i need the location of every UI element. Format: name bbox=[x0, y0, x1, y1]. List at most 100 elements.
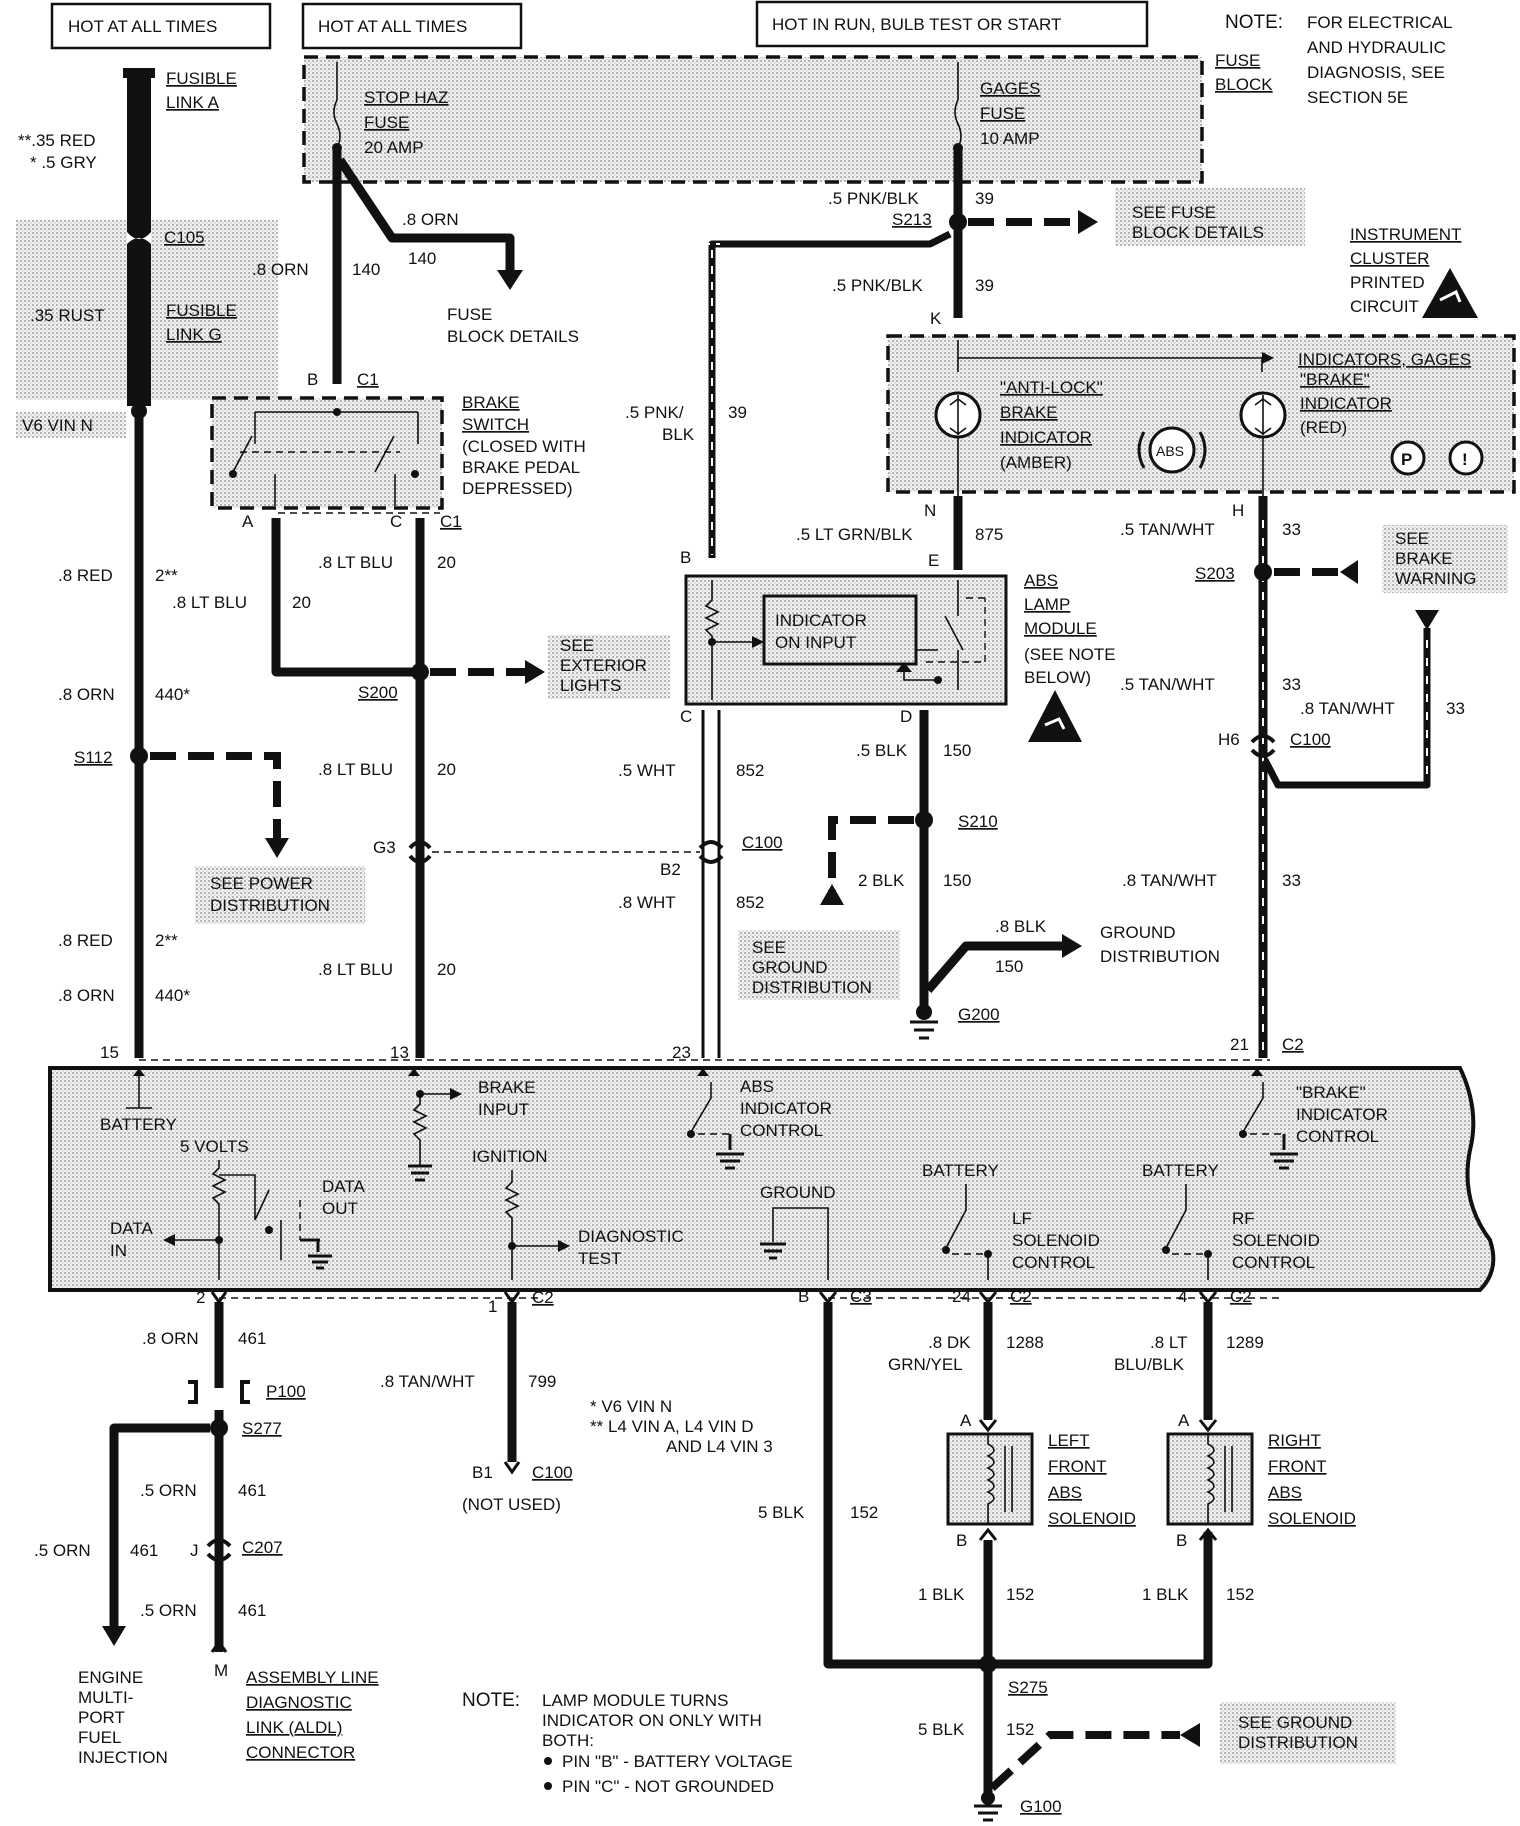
svg-text:INDICATOR: INDICATOR bbox=[775, 611, 867, 630]
svg-text:BELOW): BELOW) bbox=[1024, 668, 1091, 687]
svg-text:AND L4 VIN 3: AND L4 VIN 3 bbox=[666, 1437, 773, 1456]
svg-text:33: 33 bbox=[1282, 871, 1301, 890]
svg-text:33: 33 bbox=[1282, 520, 1301, 539]
svg-text:DATA: DATA bbox=[322, 1177, 365, 1196]
svg-text:150: 150 bbox=[943, 741, 971, 760]
svg-text:1: 1 bbox=[488, 1297, 497, 1316]
svg-text:.8 RED: .8 RED bbox=[58, 566, 113, 585]
top-note: NOTE: FOR ELECTRICAL AND HYDRAULIC DIAGN… bbox=[1225, 12, 1452, 107]
svg-text:DATA: DATA bbox=[110, 1219, 153, 1238]
svg-text:39: 39 bbox=[728, 403, 747, 422]
svg-text:.8 TAN/WHT: .8 TAN/WHT bbox=[1122, 871, 1217, 890]
svg-text:21: 21 bbox=[1230, 1035, 1249, 1054]
svg-text:FUSE: FUSE bbox=[1215, 51, 1260, 70]
instrument-cluster: INSTRUMENT CLUSTER PRINTED CIRCUIT INDIC… bbox=[886, 225, 1516, 520]
svg-text:BLOCK DETAILS: BLOCK DETAILS bbox=[447, 327, 579, 346]
svg-text:B: B bbox=[307, 370, 318, 389]
svg-text:FRONT: FRONT bbox=[1048, 1457, 1107, 1476]
svg-text:GRN/YEL: GRN/YEL bbox=[888, 1355, 963, 1374]
abs-lamp-module: .5 LT GRN/BLK 875 E INDICATOR ON INPUT A… bbox=[680, 496, 1116, 742]
svg-text:440*: 440* bbox=[155, 685, 190, 704]
svg-text:D: D bbox=[900, 707, 912, 726]
svg-text:.8 DK: .8 DK bbox=[928, 1333, 971, 1352]
svg-text:ABS: ABS bbox=[1156, 443, 1184, 459]
lamp-module-note: NOTE: LAMP MODULE TURNS INDICATOR ON ONL… bbox=[462, 1690, 793, 1796]
svg-text:DIAGNOSTIC: DIAGNOSTIC bbox=[246, 1693, 352, 1712]
svg-text:.8 ORN: .8 ORN bbox=[58, 986, 115, 1005]
svg-text:GROUND: GROUND bbox=[760, 1183, 836, 1202]
ebcm-ignition: IGNITION DIAGNOSTIC TEST bbox=[472, 1147, 684, 1280]
svg-text:S112: S112 bbox=[74, 748, 112, 767]
svg-text:B2: B2 bbox=[660, 860, 681, 879]
svg-text:C1: C1 bbox=[440, 512, 462, 531]
svg-text:"BRAKE": "BRAKE" bbox=[1300, 370, 1370, 389]
svg-text:MULTI-: MULTI- bbox=[78, 1688, 133, 1707]
svg-text:5 BLK: 5 BLK bbox=[918, 1720, 965, 1739]
svg-text:MODULE: MODULE bbox=[1024, 619, 1097, 638]
svg-text:S210: S210 bbox=[958, 812, 998, 831]
svg-text:20 AMP: 20 AMP bbox=[364, 138, 424, 157]
svg-text:852: 852 bbox=[736, 761, 764, 780]
svg-text:INJECTION: INJECTION bbox=[78, 1748, 168, 1767]
svg-text:DISTRIBUTION: DISTRIBUTION bbox=[1238, 1733, 1358, 1752]
brake-indicator-wire: .5 TAN/WHT 33 S203 SEE BRAKE WARNING .5 … bbox=[1120, 496, 1508, 1058]
svg-text:BATTERY: BATTERY bbox=[922, 1161, 999, 1180]
svg-text:S203: S203 bbox=[1195, 564, 1235, 583]
ebcm-brake-input: BRAKE INPUT bbox=[408, 1068, 536, 1182]
diagnostic-test-wire: 1 C2 .8 TAN/WHT 799 B1 C100 (NOT USED) *… bbox=[380, 1288, 773, 1514]
svg-text:C100: C100 bbox=[742, 833, 783, 852]
svg-text:G100: G100 bbox=[1020, 1797, 1062, 1816]
svg-text:152: 152 bbox=[1006, 1720, 1034, 1739]
solenoid-circuits: B C3 5 BLK 152 24 C2 .8 DK GRN/YEL 1288 … bbox=[758, 1287, 1396, 1822]
svg-text:S213: S213 bbox=[892, 210, 932, 229]
svg-text:BLU/BLK: BLU/BLK bbox=[1114, 1355, 1185, 1374]
svg-text:SOLENOID: SOLENOID bbox=[1268, 1509, 1356, 1528]
svg-text:C105: C105 bbox=[164, 228, 205, 247]
svg-text:CONTROL: CONTROL bbox=[740, 1121, 823, 1140]
svg-text:M: M bbox=[214, 1661, 228, 1680]
svg-text:SEE POWER: SEE POWER bbox=[210, 874, 313, 893]
svg-text:S277: S277 bbox=[242, 1419, 282, 1438]
svg-text:.8 LT BLU: .8 LT BLU bbox=[172, 593, 247, 612]
svg-text:39: 39 bbox=[975, 276, 994, 295]
svg-text:ASSEMBLY LINE: ASSEMBLY LINE bbox=[246, 1668, 379, 1687]
svg-text:461: 461 bbox=[238, 1481, 266, 1500]
svg-text:* V6 VIN N: * V6 VIN N bbox=[590, 1397, 672, 1416]
svg-text:LEFT: LEFT bbox=[1048, 1431, 1090, 1450]
svg-text:IGNITION: IGNITION bbox=[472, 1147, 548, 1166]
svg-text:5 BLK: 5 BLK bbox=[758, 1503, 805, 1522]
svg-text:LF: LF bbox=[1012, 1209, 1032, 1228]
svg-text:EXTERIOR: EXTERIOR bbox=[560, 656, 647, 675]
svg-text:INPUT: INPUT bbox=[478, 1100, 529, 1119]
svg-text:* .5 GRY: * .5 GRY bbox=[30, 153, 97, 172]
svg-text:1288: 1288 bbox=[1006, 1333, 1044, 1352]
svg-text:461: 461 bbox=[238, 1329, 266, 1348]
svg-text:.8 RED: .8 RED bbox=[58, 931, 113, 950]
svg-text:DISTRIBUTION: DISTRIBUTION bbox=[1100, 947, 1220, 966]
ebcm-ground: GROUND bbox=[760, 1183, 836, 1280]
svg-text:PIN "C" - NOT GROUNDED: PIN "C" - NOT GROUNDED bbox=[562, 1777, 774, 1796]
svg-text:NOTE:: NOTE: bbox=[462, 1690, 520, 1711]
svg-text:.8 LT BLU: .8 LT BLU bbox=[318, 553, 393, 572]
svg-text:B: B bbox=[798, 1287, 809, 1306]
svg-text:DIAGNOSTIC: DIAGNOSTIC bbox=[578, 1227, 684, 1246]
ebcm-data: 5 VOLTS DATA IN DATA OUT bbox=[110, 1137, 365, 1280]
svg-text:.5 TAN/WHT: .5 TAN/WHT bbox=[1120, 520, 1215, 539]
svg-text:INDICATORS, GAGES: INDICATORS, GAGES bbox=[1298, 350, 1471, 369]
svg-text:C100: C100 bbox=[1290, 730, 1331, 749]
svg-text:FOR ELECTRICAL: FOR ELECTRICAL bbox=[1307, 13, 1452, 32]
svg-text:2**: 2** bbox=[155, 931, 178, 950]
svg-text:.8 ORN: .8 ORN bbox=[252, 260, 309, 279]
svg-text:.5 ORN: .5 ORN bbox=[140, 1601, 197, 1620]
svg-text:.8 TAN/WHT: .8 TAN/WHT bbox=[1300, 699, 1395, 718]
svg-text:C1: C1 bbox=[357, 370, 379, 389]
svg-text:RF: RF bbox=[1232, 1209, 1255, 1228]
ebcm-module: BATTERY 5 VOLTS DATA IN DATA OUT BRAKE I bbox=[48, 1059, 1496, 1292]
svg-text:CIRCUIT: CIRCUIT bbox=[1350, 297, 1419, 316]
svg-text:.5 TAN/WHT: .5 TAN/WHT bbox=[1120, 675, 1215, 694]
svg-text:1289: 1289 bbox=[1226, 1333, 1264, 1352]
svg-text:V6 VIN N: V6 VIN N bbox=[22, 416, 93, 435]
svg-text:BRAKE: BRAKE bbox=[478, 1078, 536, 1097]
svg-text:152: 152 bbox=[1226, 1585, 1254, 1604]
svg-text:DIAGNOSIS, SEE: DIAGNOSIS, SEE bbox=[1307, 63, 1445, 82]
